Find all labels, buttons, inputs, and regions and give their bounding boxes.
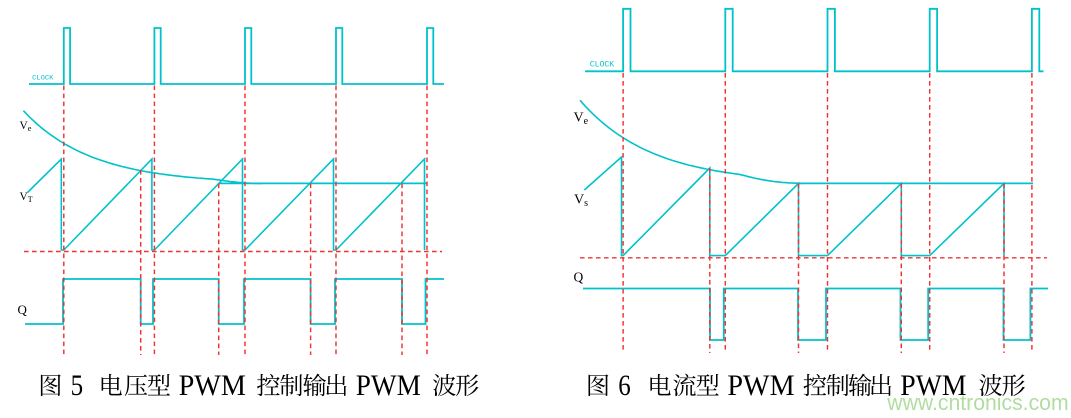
svg-text:VT: VT: [20, 191, 33, 204]
svg-text:PWM: PWM: [356, 369, 421, 402]
svg-text:6: 6: [618, 369, 631, 402]
svg-text:PWM: PWM: [900, 369, 966, 402]
svg-text:Q: Q: [574, 270, 584, 285]
svg-text:www.cntronics.com: www.cntronics.com: [886, 390, 1068, 415]
svg-text:CLOCK: CLOCK: [590, 60, 615, 70]
svg-text:5: 5: [71, 369, 84, 402]
svg-text:CLOCK: CLOCK: [32, 74, 53, 81]
svg-text:Q: Q: [18, 302, 28, 317]
svg-text:PWM: PWM: [727, 369, 794, 402]
svg-text:PWM: PWM: [179, 369, 246, 402]
svg-text:Ve: Ve: [20, 120, 32, 133]
